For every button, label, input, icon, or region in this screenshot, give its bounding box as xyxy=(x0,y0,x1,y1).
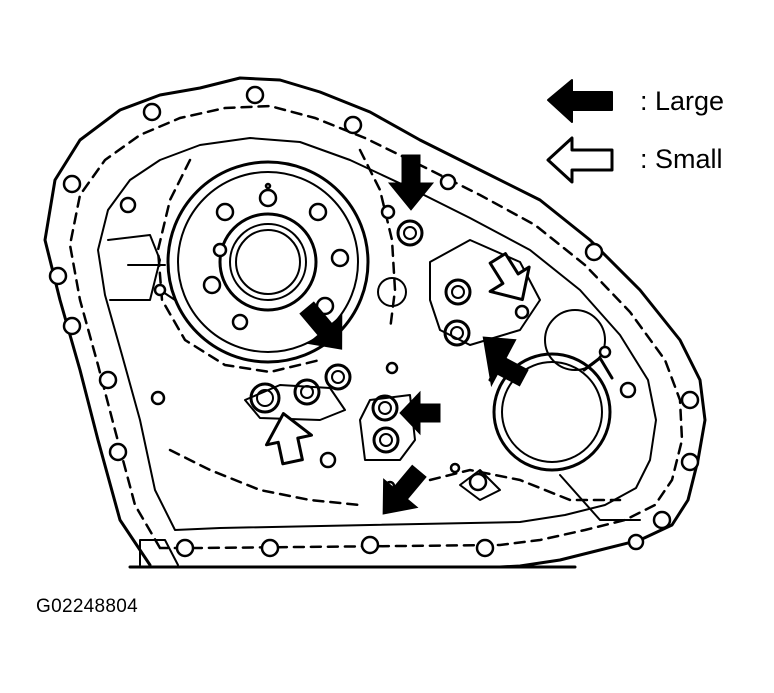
large-arrow-bottom xyxy=(382,464,427,515)
right-bearing-bore xyxy=(488,309,637,472)
legend xyxy=(546,79,614,184)
perimeter-bolt-holes xyxy=(48,85,700,558)
internal-ribs xyxy=(107,148,641,521)
legend-large-label: : Large xyxy=(640,86,725,116)
small-arrow-lower-left xyxy=(265,412,313,466)
large-arrow-right xyxy=(482,336,529,388)
main-bearing-bore xyxy=(166,160,370,364)
small-arrows xyxy=(265,252,531,466)
legend-small-label: : Small xyxy=(640,144,723,174)
large-arrow-top xyxy=(387,154,435,211)
large-arrow-center xyxy=(399,390,441,436)
legend-small-arrow-icon xyxy=(546,136,614,184)
figure-code: G02248804 xyxy=(36,596,139,617)
legend-large-arrow-icon xyxy=(547,79,613,123)
large-arrow-center-left xyxy=(299,301,343,350)
large-arrows xyxy=(299,154,529,515)
o-ring-locations xyxy=(249,219,472,454)
small-arrow-right xyxy=(488,252,531,302)
